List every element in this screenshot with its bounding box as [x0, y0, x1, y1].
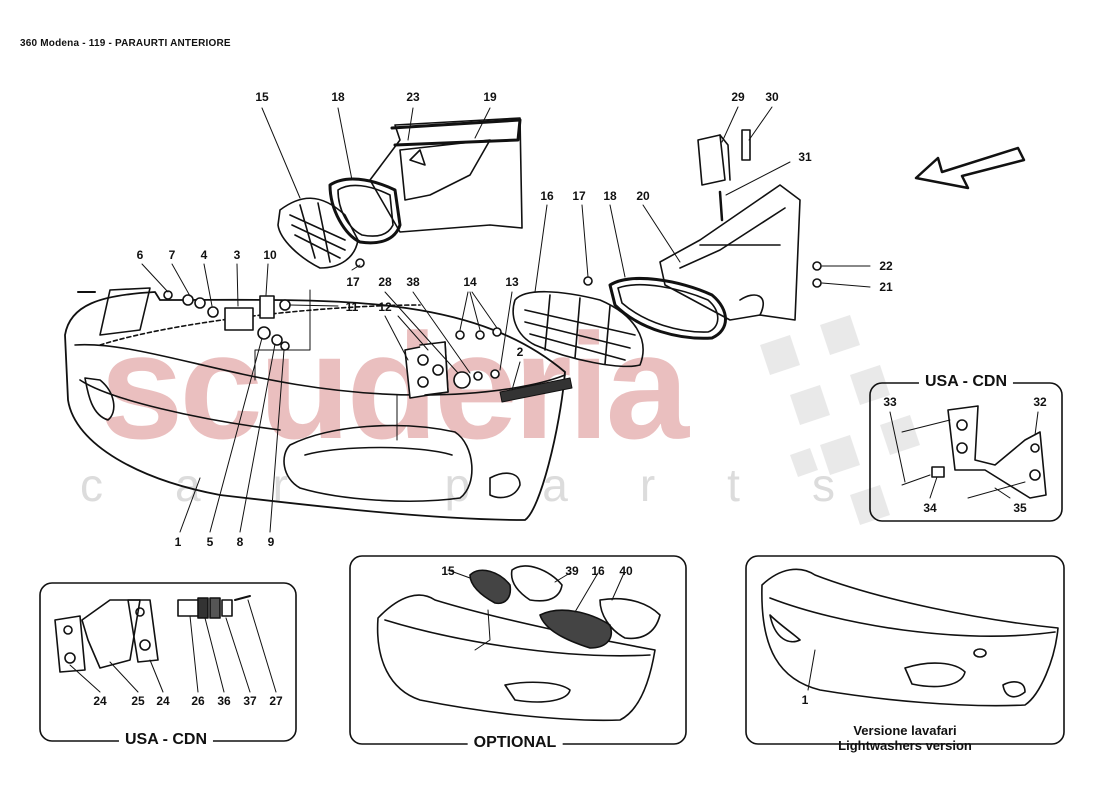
callout-15: 15 [255, 90, 269, 104]
callout-2: 2 [516, 345, 524, 359]
callout-23: 23 [406, 90, 420, 104]
callout-36: 36 [217, 694, 231, 708]
bracket-assembly [697, 129, 751, 222]
callout-8: 8 [236, 535, 244, 549]
grille-left [277, 197, 359, 269]
seal-right [608, 276, 727, 340]
callout-1-lightwashers: 1 [801, 693, 809, 707]
callout-20: 20 [636, 189, 650, 203]
checkered-flag-watermark [760, 315, 920, 525]
grille-right [512, 290, 644, 368]
callout-37: 37 [243, 694, 257, 708]
callout-13: 13 [505, 275, 519, 289]
callout-34: 34 [923, 501, 937, 515]
callout-38: 38 [406, 275, 420, 289]
usa-cdn-right-title: USA - CDN [918, 373, 1014, 391]
callout-31: 31 [798, 150, 812, 164]
callout-26: 26 [191, 694, 205, 708]
diagram-title: 360 Modena - 119 - PARAURTI ANTERIORE [20, 38, 231, 49]
callout-18: 18 [331, 90, 345, 104]
callout-27: 27 [269, 694, 283, 708]
callout-21: 21 [879, 280, 893, 294]
callout-12: 12 [378, 300, 392, 314]
callout-3: 3 [233, 248, 241, 262]
usa-cdn-left-panel [39, 582, 297, 742]
callout-6: 6 [136, 248, 144, 262]
callout-25: 25 [131, 694, 145, 708]
usa-cdn-left-title: USA - CDN [118, 731, 214, 749]
callout-10: 10 [263, 248, 277, 262]
callout-18-right: 18 [603, 189, 617, 203]
watermark-logo-text: scuderia [100, 302, 689, 470]
lightwashers-caption: Versione lavafari Lightwashers version [838, 723, 972, 753]
optional-panel [349, 555, 687, 745]
callout-5: 5 [206, 535, 214, 549]
air-duct-right [659, 184, 801, 321]
callout-11: 11 [345, 300, 359, 314]
lightwashers-panel [745, 555, 1065, 745]
callout-14: 14 [463, 275, 477, 289]
air-duct-left [369, 117, 523, 233]
hardware-parts [77, 258, 822, 399]
callout-19: 19 [483, 90, 497, 104]
callout-33: 33 [883, 395, 897, 409]
callout-30: 30 [765, 90, 779, 104]
leader-lines [141, 106, 871, 533]
optional-title: OPTIONAL [467, 734, 563, 752]
watermark-subtext: car parts [80, 459, 907, 511]
callout-35: 35 [1013, 501, 1027, 515]
callout-40: 40 [619, 564, 633, 578]
callout-4: 4 [200, 248, 208, 262]
callout-29: 29 [731, 90, 745, 104]
callout-24-b: 24 [156, 694, 170, 708]
callout-17-left: 17 [346, 275, 360, 289]
callout-24-a: 24 [93, 694, 107, 708]
callout-9: 9 [267, 535, 275, 549]
callout-32: 32 [1033, 395, 1047, 409]
callout-16-optional: 16 [591, 564, 605, 578]
lightwashers-caption-it: Versione lavafari [853, 723, 957, 738]
callout-15-optional: 15 [441, 564, 455, 578]
lightwashers-caption-en: Lightwashers version [838, 738, 972, 753]
direction-arrow-icon [914, 146, 1026, 190]
callout-16: 16 [540, 189, 554, 203]
seal-left [328, 177, 402, 245]
callout-17-right: 17 [572, 189, 586, 203]
callout-39: 39 [565, 564, 579, 578]
callout-1: 1 [174, 535, 182, 549]
callout-28: 28 [378, 275, 392, 289]
callout-7: 7 [168, 248, 176, 262]
callout-22: 22 [879, 259, 893, 273]
front-bumper-main [64, 287, 573, 521]
